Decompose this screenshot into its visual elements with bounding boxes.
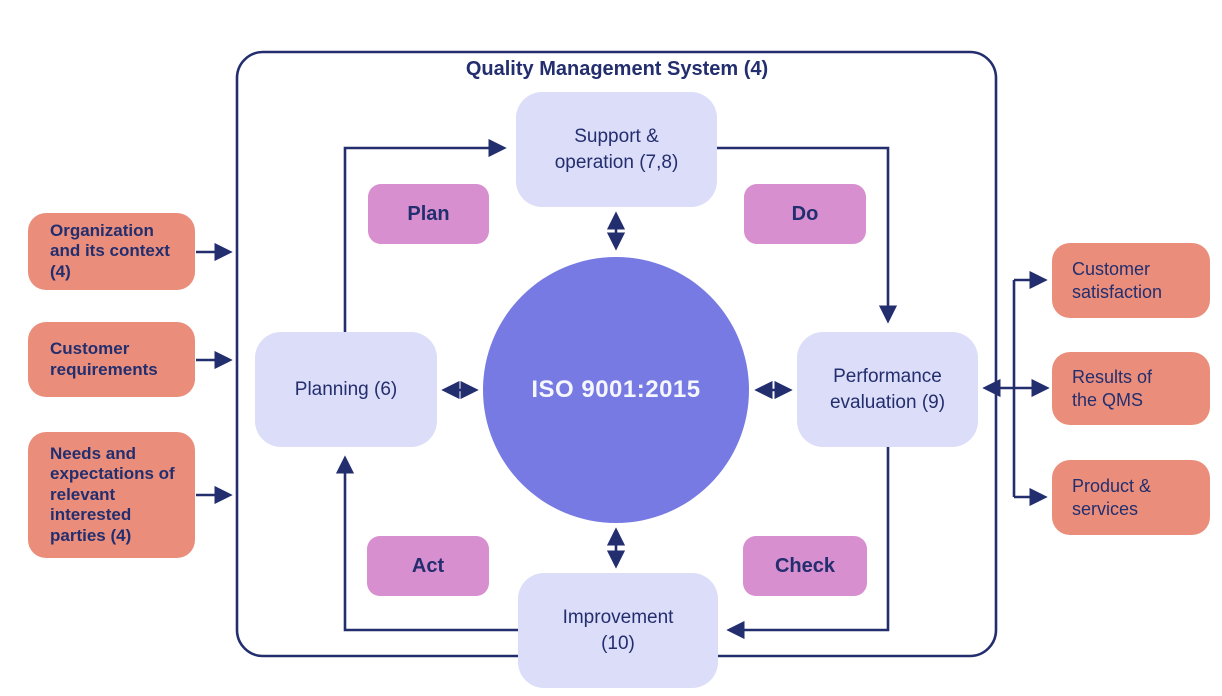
input-box-customer-requirements: Customer requirements bbox=[28, 322, 195, 397]
process-box-support-operation: Support & operation (7,8) bbox=[516, 92, 717, 207]
iso-center-circle: ISO 9001:2015 bbox=[483, 257, 749, 523]
process-box-performance-evaluation: Performance evaluation (9) bbox=[797, 332, 978, 447]
performance-evaluation-label: Performance evaluation (9) bbox=[829, 365, 946, 413]
arrow-support-to-performance bbox=[717, 146, 898, 324]
act-label: Act bbox=[411, 554, 445, 577]
do-label: Do bbox=[791, 202, 819, 225]
planning-label: Planning (6) bbox=[294, 378, 398, 400]
input-box-needs-expectations: Needs and expectations of relevant inter… bbox=[28, 432, 195, 558]
check-label: Check bbox=[774, 554, 836, 577]
customer-requirements-label: Customer requirements bbox=[50, 339, 158, 379]
pdca-tag-check: Check bbox=[743, 536, 867, 596]
improvement-label: Improvement (10) bbox=[562, 606, 674, 654]
arrow-improvement-to-planning bbox=[335, 455, 518, 632]
pdca-tag-do: Do bbox=[744, 184, 866, 244]
process-box-improvement: Improvement (10) bbox=[518, 573, 718, 688]
results-qms-label: Results of the QMS bbox=[1072, 367, 1153, 410]
arrow-planning-to-support bbox=[343, 138, 507, 332]
diagram-title: Quality Management System (4) bbox=[465, 58, 769, 80]
output-box-customer-satisfaction: Customer satisfaction bbox=[1052, 243, 1210, 318]
input-box-organization-context: Organization and its context (4) bbox=[28, 213, 195, 290]
pdca-tag-plan: Plan bbox=[368, 184, 489, 244]
process-box-planning: Planning (6) bbox=[255, 332, 437, 447]
output-box-product-services: Product & services bbox=[1052, 460, 1210, 535]
product-services-label: Product & services bbox=[1072, 476, 1152, 519]
support-operation-label: Support & operation (7,8) bbox=[554, 125, 679, 173]
pdca-tag-act: Act bbox=[367, 536, 489, 596]
arrow-performance-to-improvement bbox=[726, 447, 890, 640]
output-box-results-qms: Results of the QMS bbox=[1052, 352, 1210, 425]
customer-satisfaction-label: Customer satisfaction bbox=[1072, 259, 1163, 302]
iso-center-label: ISO 9001:2015 bbox=[531, 376, 701, 403]
plan-label: Plan bbox=[407, 202, 450, 225]
needs-expectations-label: Needs and expectations of relevant inter… bbox=[50, 444, 175, 545]
organization-context-label: Organization and its context (4) bbox=[50, 220, 170, 281]
